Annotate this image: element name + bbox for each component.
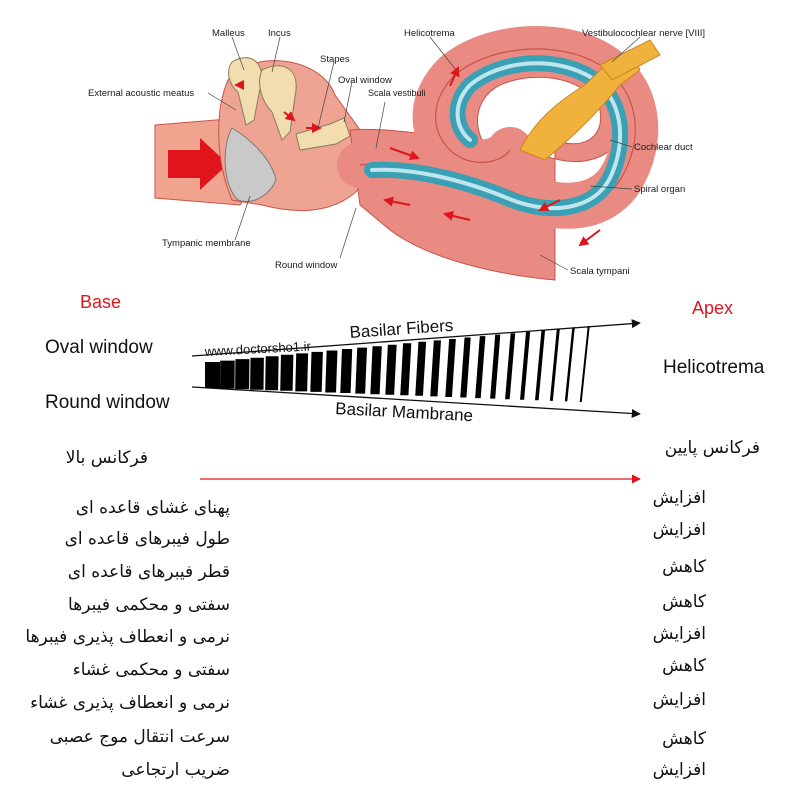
- basilar-fiber: [205, 362, 220, 388]
- basilar-fiber: [310, 351, 323, 392]
- property-trend: کاهش: [662, 656, 706, 676]
- sound-wave-arrow: [168, 138, 228, 190]
- tympanic-membrane: [224, 127, 277, 203]
- basilar-fiber: [564, 327, 575, 402]
- basilar-fiber: [535, 330, 546, 401]
- oval-window-label: Oval window: [45, 337, 153, 358]
- basilar-fiber: [415, 341, 427, 396]
- apex-label: Apex: [692, 298, 734, 318]
- stapes-bone: [295, 117, 351, 151]
- basilar-fiber: [295, 353, 309, 392]
- property-trend: کاهش: [662, 592, 706, 612]
- property-name: سرعت انتقال موج عصبی: [49, 727, 230, 747]
- basilar-fiber: [235, 359, 250, 390]
- basilar-fiber: [445, 339, 456, 397]
- basilar-fiber: [265, 356, 279, 391]
- watermark: www.doctorsho1.ir: [203, 338, 312, 359]
- property-trend: افزایش: [652, 760, 706, 780]
- base-label: Base: [80, 292, 122, 312]
- basilar-fiber: [250, 357, 264, 390]
- basilar-fiber: [370, 346, 382, 395]
- basilar-fiber: [430, 340, 441, 397]
- property-name: نرمی و انعطاف پذیری فیبرها: [25, 627, 230, 647]
- label-round-window: Round window: [275, 260, 337, 271]
- basilar-fiber: [340, 349, 353, 393]
- helicotrema-label: Helicotrema: [663, 357, 765, 378]
- label-scala-vestibuli: Scala vestibuli: [368, 88, 426, 98]
- property-name: ضریب ارتجاعی: [121, 760, 230, 780]
- basilar-membrane-arrow: [191, 386, 641, 419]
- basilar-fiber: [220, 360, 235, 389]
- property-name: طول فیبرهای قاعده ای: [64, 529, 230, 549]
- property-trend: کاهش: [662, 557, 706, 577]
- basilar-fibers-arrow: [191, 319, 641, 357]
- round-window-label: Round window: [45, 392, 170, 413]
- property-trend: کاهش: [662, 729, 706, 749]
- property-trend: افزایش: [652, 520, 706, 540]
- basilar-fiber: [549, 328, 560, 401]
- property-name: سفتی و محکمی فیبرها: [68, 595, 230, 615]
- property-trend: افزایش: [652, 690, 706, 710]
- basilar-schematic: Basilar Fibers www.doctorsho1.ir Basilar…: [191, 316, 641, 484]
- malleus-bone: [228, 57, 263, 126]
- basilar-fiber: [475, 336, 486, 399]
- basilar-fiber: [460, 337, 471, 398]
- property-name: سفتی و محکمی غشاء: [72, 660, 230, 680]
- property-name: قطر فیبرهای قاعده ای: [67, 562, 230, 582]
- label-incus: Incus: [268, 28, 291, 39]
- label-oval-window: Oval window: [338, 75, 392, 86]
- basilar-fibers: [205, 326, 590, 402]
- label-helicotrema: Helicotrema: [404, 28, 455, 39]
- label-spiral-organ: Spiral organ: [634, 184, 685, 195]
- property-name: نرمی و انعطاف پذیری غشاء: [30, 693, 230, 713]
- basilar-fiber: [280, 354, 294, 391]
- label-scala-tympani: Scala tympani: [570, 266, 630, 277]
- label-external-meatus: External acoustic meatus: [88, 88, 194, 99]
- low-frequency-label: فرکانس پایین: [664, 438, 760, 458]
- property-trend: افزایش: [652, 488, 706, 508]
- basilar-fiber: [520, 331, 531, 400]
- basilar-fiber: [579, 326, 590, 402]
- label-cochlear-duct: Cochlear duct: [634, 142, 693, 153]
- basilar-fiber: [325, 350, 338, 393]
- label-stapes: Stapes: [320, 54, 350, 65]
- basilar-fiber: [505, 333, 516, 400]
- label-tympanic-membrane: Tympanic membrane: [162, 238, 251, 249]
- label-vestibulocochlear-nerve: Vestibulocochlear nerve [VIII]: [582, 28, 705, 39]
- high-frequency-label: فرکانس بالا: [65, 448, 148, 468]
- basilar-fiber: [490, 334, 501, 399]
- incus-bone: [259, 65, 297, 141]
- basilar-fiber: [355, 347, 368, 394]
- label-malleus: Malleus: [212, 28, 245, 39]
- basilar-fiber: [385, 344, 397, 395]
- property-trend: افزایش: [652, 624, 706, 644]
- cochlea-illustration: Malleus Incus Stapes Oval window Scala v…: [88, 26, 705, 281]
- basilar-fiber: [400, 343, 412, 396]
- property-name: پهنای غشای قاعده ای: [75, 498, 230, 518]
